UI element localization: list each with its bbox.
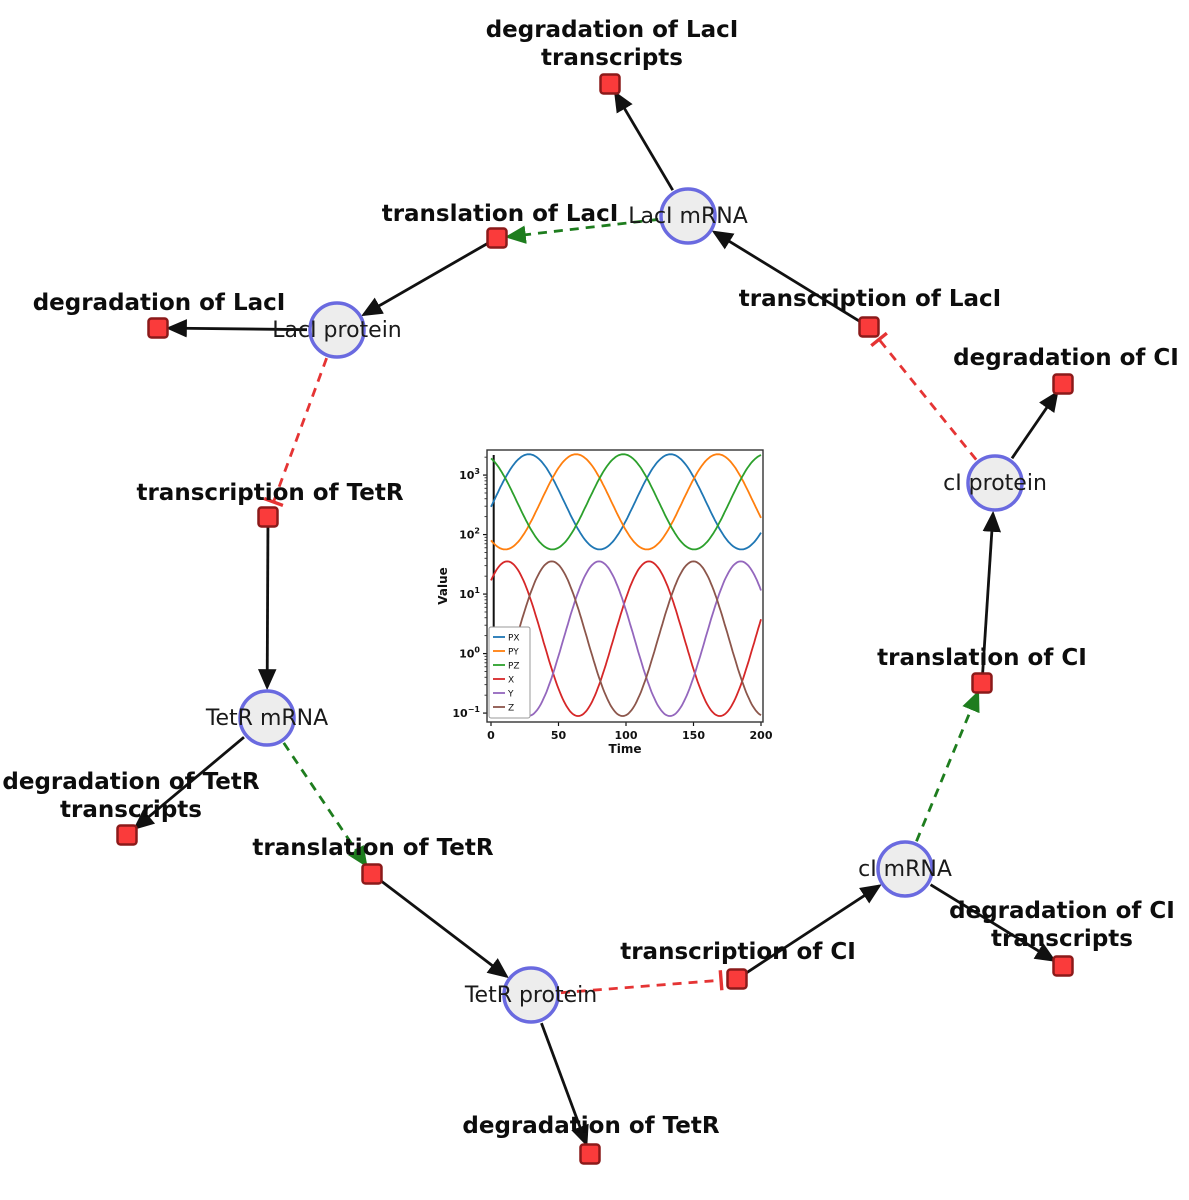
- x-tick-label: 150: [682, 729, 705, 742]
- edge-laci-mrna-to-deg-laci-tx: [613, 90, 674, 191]
- reaction-node-deg-ci-tx: [1052, 955, 1074, 977]
- x-tick-label: 100: [615, 729, 638, 742]
- legend-entry-PY: PY: [508, 648, 519, 658]
- legend-entry-PZ: PZ: [508, 662, 520, 672]
- x-tick-label: 50: [551, 729, 567, 742]
- reaction-node-transcription-ci: [726, 968, 748, 990]
- legend-entry-Y: Y: [507, 690, 514, 700]
- chart-series-Y: [490, 560, 762, 717]
- reaction-label-transcription-tetr: transcription of TetR: [136, 480, 403, 506]
- reaction-node-translation-tetr: [361, 863, 383, 885]
- edge-translation-ci-to-ci-protein: [981, 510, 1002, 674]
- edge-ci-mrna-to-translation-ci: [915, 690, 980, 842]
- species-label-ci-mrna: cI mRNA: [858, 857, 952, 882]
- y-tick-label: 103: [459, 467, 480, 482]
- species-label-laci-protein: LacI protein: [272, 318, 402, 343]
- reaction-node-deg-laci: [147, 317, 169, 339]
- reaction-label-translation-laci: translation of LacI: [382, 201, 619, 227]
- edge-tetr-protein-to-transcription-ci: [560, 978, 722, 995]
- chart-axes-frame: [486, 449, 764, 723]
- reaction-node-translation-ci: [971, 672, 993, 694]
- chart-series-PX: [490, 453, 762, 551]
- reaction-label-translation-ci: translation of CI: [877, 645, 1087, 671]
- edges-layer: [133, 90, 1059, 1147]
- species-label-ci-protein: cI protein: [943, 471, 1047, 496]
- edge-translation-laci-to-laci-protein: [361, 241, 490, 317]
- legend-entry-X: X: [508, 676, 514, 686]
- edge-transcription-ci-to-ci-mrna: [744, 884, 882, 975]
- species-node-laci-mrna: [659, 187, 717, 245]
- reaction-label-deg-laci: degradation of LacI: [33, 290, 286, 316]
- chart-series-PZ: [490, 453, 762, 551]
- reaction-label-transcription-ci: transcription of CI: [620, 939, 856, 965]
- edge-ci-protein-to-deg-ci: [1010, 390, 1059, 460]
- species-node-ci-protein: [966, 454, 1024, 512]
- y-tick-label: 10−1: [452, 705, 480, 720]
- reaction-node-transcription-laci: [858, 316, 880, 338]
- nodes-layer: [116, 73, 1074, 1165]
- reaction-label-transcription-laci: transcription of LacI: [739, 286, 1002, 312]
- y-axis-label: Value: [436, 567, 450, 605]
- reaction-node-deg-laci-tx: [599, 73, 621, 95]
- species-node-ci-mrna: [876, 840, 934, 898]
- edge-laci-protein-to-deg-laci: [165, 319, 308, 338]
- reaction-label-deg-tetr: degradation of TetR: [462, 1113, 719, 1139]
- reaction-label-translation-tetr: translation of TetR: [252, 835, 493, 861]
- reaction-node-deg-ci: [1052, 373, 1074, 395]
- x-axis-label: Time: [609, 742, 642, 756]
- edge-translation-tetr-to-tetr-protein: [379, 878, 509, 979]
- edge-tetr-mrna-to-deg-tetr-tx: [133, 736, 245, 830]
- reaction-node-deg-tetr: [579, 1143, 601, 1165]
- species-node-tetr-mrna: [238, 689, 296, 747]
- y-tick-label: 100: [459, 646, 480, 661]
- x-tick-label: 0: [487, 729, 495, 742]
- x-tick-label: 200: [750, 729, 773, 742]
- y-tick-label: 102: [459, 527, 480, 542]
- edge-ci-mrna-to-deg-ci-tx: [929, 883, 1057, 962]
- edge-ci-protein-to-transcription-laci-tbar: [870, 331, 888, 348]
- chart-legend: PX PY PZ XYZ: [488, 626, 531, 719]
- edge-tetr-mrna-to-translation-tetr: [282, 742, 368, 868]
- chart-series-PY: [490, 453, 762, 551]
- edge-tetr-protein-to-deg-tetr: [540, 1022, 589, 1147]
- reaction-node-deg-tetr-tx: [116, 824, 138, 846]
- edge-tetr-protein-to-transcription-ci-tbar: [718, 970, 724, 991]
- chart-series-X: [490, 560, 762, 717]
- species-node-laci-protein: [308, 301, 366, 359]
- reaction-node-translation-laci: [486, 227, 508, 249]
- edge-ci-protein-to-transcription-laci: [877, 338, 978, 461]
- edge-laci-protein-to-transcription-tetr-tbar: [263, 496, 284, 508]
- edge-transcription-laci-to-laci-mrna: [711, 230, 862, 323]
- species-label-tetr-mrna: TetR mRNA: [205, 706, 328, 731]
- species-label-tetr-protein: TetR protein: [464, 983, 597, 1008]
- legend-entry-PX: PX: [508, 634, 520, 644]
- species-node-tetr-protein: [502, 966, 560, 1024]
- reaction-node-transcription-tetr: [257, 506, 279, 528]
- reaction-label-deg-ci: degradation of CI: [953, 345, 1179, 371]
- chart-series-Z: [490, 560, 762, 717]
- edge-transcription-tetr-to-tetr-mrna: [258, 526, 277, 691]
- species-label-laci-mrna: LacI mRNA: [628, 204, 748, 229]
- legend-entry-Z: Z: [508, 704, 514, 714]
- legend-box: [488, 626, 531, 719]
- y-tick-label: 101: [459, 586, 480, 601]
